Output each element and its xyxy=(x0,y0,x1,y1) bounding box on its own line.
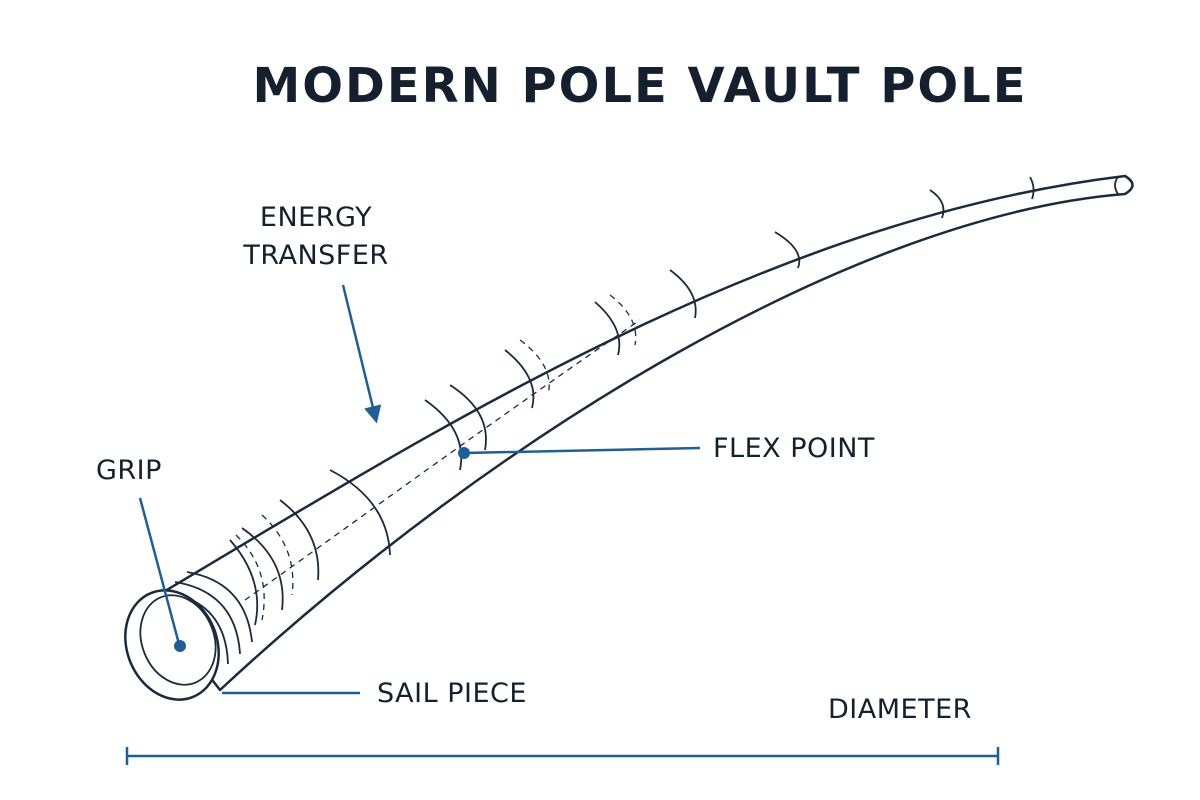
pole-section-band xyxy=(929,189,945,219)
label-sail-piece: SAIL PIECE xyxy=(377,678,527,709)
pole-section-band-hidden xyxy=(609,294,637,346)
pole-section-band xyxy=(229,539,259,626)
callout-grip: GRIP xyxy=(96,455,186,652)
label-diameter: DIAMETER xyxy=(828,694,972,725)
flex-point-marker xyxy=(458,447,470,459)
pole-tip-cap xyxy=(1114,176,1119,195)
pole-section-band xyxy=(329,469,391,556)
label-energy-transfer-line1: ENERGY xyxy=(260,202,372,233)
grip-marker xyxy=(174,640,186,652)
pole-section-band-hidden xyxy=(235,534,265,621)
dimension-diameter: DIAMETER xyxy=(125,694,1000,765)
grip-leader xyxy=(138,497,181,645)
pole-section-band xyxy=(1029,176,1035,200)
diagram-title: MODERN POLE VAULT POLE xyxy=(252,58,1027,114)
grip-ring xyxy=(186,571,253,643)
callout-flex-point: FLEX POINT xyxy=(458,433,875,464)
pole-section-band xyxy=(669,269,697,319)
pole-outline xyxy=(148,174,1134,692)
callout-sail-piece: SAIL PIECE xyxy=(222,678,527,709)
pole-section-band xyxy=(504,349,535,409)
energy-transfer-arrow xyxy=(341,284,382,424)
callout-energy-transfer: ENERGY TRANSFER xyxy=(242,202,388,424)
pole-butt-end xyxy=(124,589,220,701)
pole-butt-inner xyxy=(139,594,217,686)
pole-section-band-hidden xyxy=(519,339,550,396)
pole-section-band xyxy=(774,231,801,269)
pole-body xyxy=(124,174,1134,701)
label-energy-transfer-line2: TRANSFER xyxy=(242,240,388,271)
pole-centerline xyxy=(244,319,641,601)
pole-section-band xyxy=(594,301,621,356)
pole-section-band xyxy=(424,399,463,471)
label-grip: GRIP xyxy=(96,455,162,486)
label-flex-point: FLEX POINT xyxy=(713,433,875,464)
flex-point-leader xyxy=(463,446,701,455)
grip-ring xyxy=(174,581,241,655)
pole-section-band xyxy=(449,384,487,451)
pole-section-band xyxy=(241,527,284,611)
pole-section-band xyxy=(279,499,320,581)
pole-section-band-hidden xyxy=(261,514,294,596)
